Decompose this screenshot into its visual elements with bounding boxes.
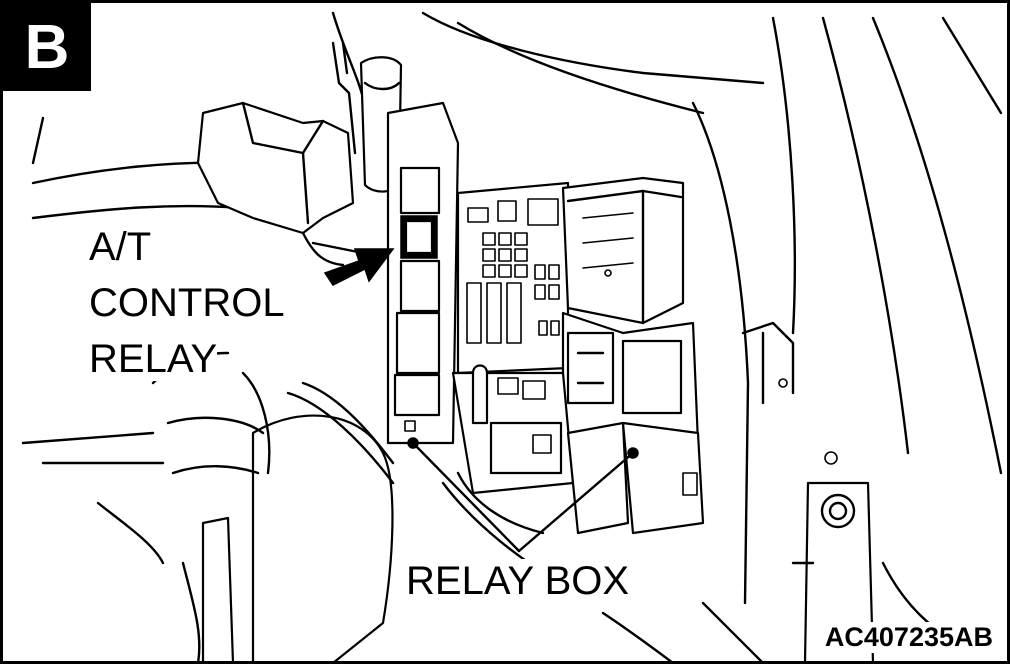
callout-at-control-relay-line2: CONTROL <box>89 281 285 325</box>
relay-box-leader-lines <box>407 437 639 553</box>
view-letter-badge: B <box>3 3 91 91</box>
left-components <box>21 41 403 661</box>
engine-bay-line-drawing <box>21 11 1003 661</box>
callout-relay-box: RELAY BOX <box>406 559 630 603</box>
fuse-grid <box>466 232 560 344</box>
relay-pointer-arrow <box>323 248 395 286</box>
callout-at-control-relay-line3: RELAY <box>89 337 218 381</box>
figure-code: AC407235AB <box>822 622 995 653</box>
callout-at-control-relay-line1: A/T <box>89 225 152 269</box>
relay-box <box>386 101 705 585</box>
